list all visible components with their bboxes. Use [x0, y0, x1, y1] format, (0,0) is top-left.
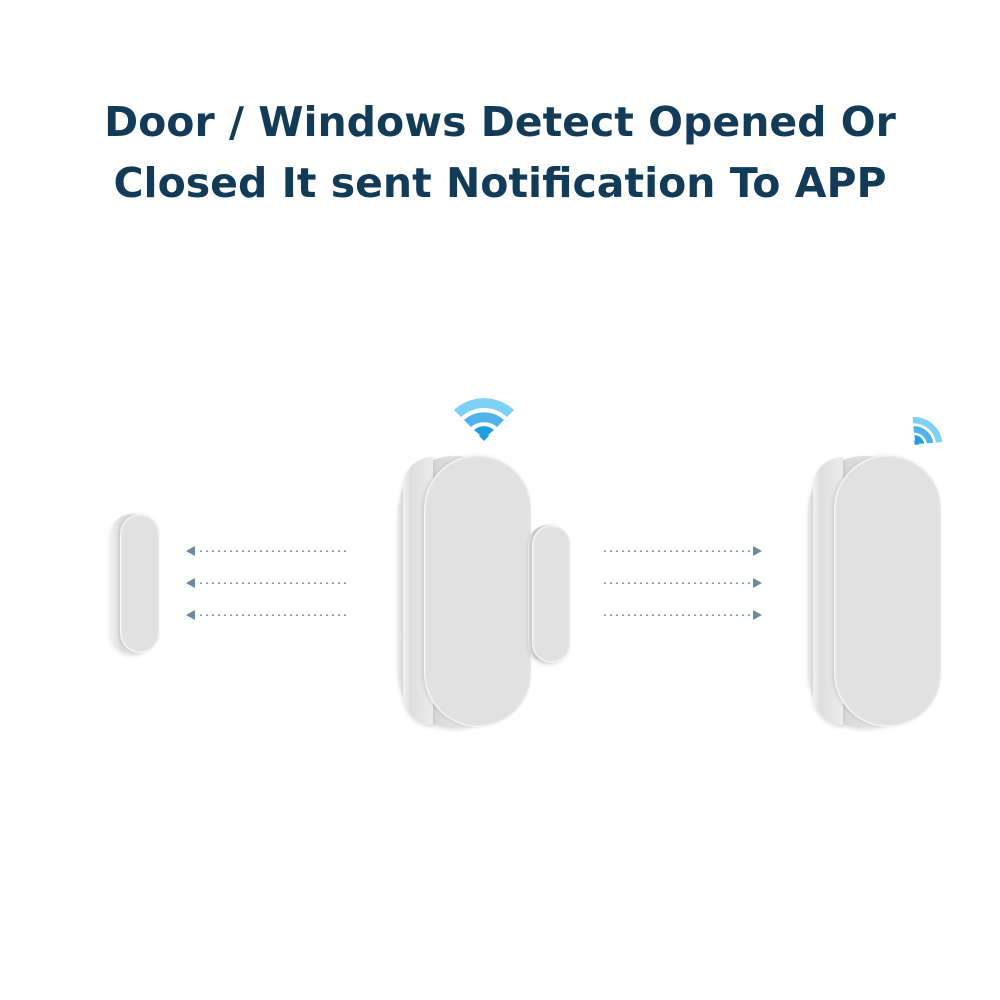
headline-line-1: Door / Windows Detect Opened Or — [104, 98, 896, 146]
arrow-right-1 — [602, 546, 762, 556]
headline-line-2: Closed It sent Notification To APP — [113, 159, 887, 207]
sensor-face — [424, 455, 532, 727]
arrow-left-3 — [186, 610, 346, 620]
headline: Door / Windows Detect Opened Or Closed I… — [0, 92, 1000, 214]
wifi-icon — [454, 398, 514, 441]
arrow-head-left-icon — [186, 610, 195, 620]
arrow-left-1 — [186, 546, 346, 556]
magnet-face — [532, 525, 571, 663]
arrow-head-left-icon — [186, 578, 195, 588]
arrow-head-right-icon — [753, 610, 762, 620]
arrow-right-2 — [602, 578, 762, 588]
arrow-head-right-icon — [753, 578, 762, 588]
arrow-left-2 — [186, 578, 346, 588]
arrow-head-left-icon — [186, 546, 195, 556]
magnet-face — [120, 514, 160, 653]
wifi-icon-tilted — [912, 417, 942, 445]
sensor-face — [834, 455, 942, 727]
arrow-right-3 — [602, 610, 762, 620]
arrow-head-right-icon — [753, 546, 762, 556]
